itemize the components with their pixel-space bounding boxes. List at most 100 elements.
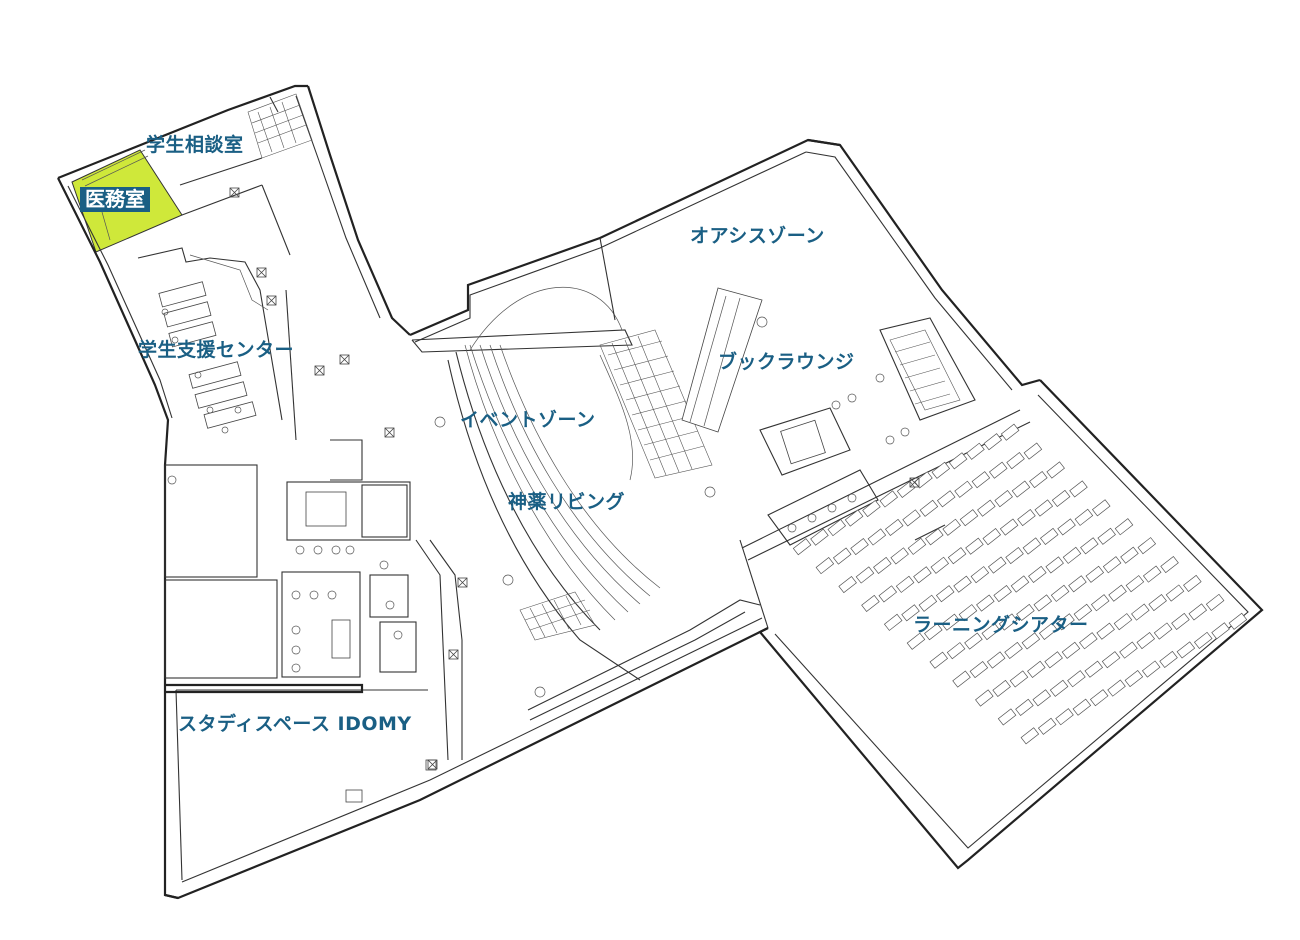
theater-seat [994, 490, 1013, 508]
theater-seat [987, 556, 1007, 574]
theater-seat [1037, 717, 1057, 735]
theater-seat [1114, 518, 1134, 536]
theater-seat [844, 509, 864, 527]
room-label-student-support-center: 学生支援センター [138, 339, 295, 361]
theater-seat [1067, 670, 1086, 688]
theater-seat [1091, 499, 1111, 517]
theater-seat [1000, 423, 1020, 441]
theater-seat [941, 613, 960, 631]
theater-seat [1159, 650, 1178, 669]
theater-seat [942, 518, 961, 536]
theater-seat [1033, 594, 1053, 612]
column-markers [229, 187, 920, 770]
theater-seat [913, 566, 932, 584]
theater-seat [975, 689, 994, 707]
theater-seat [1034, 499, 1054, 517]
theater-seat [1125, 575, 1145, 593]
theater-seat [906, 632, 926, 650]
theater-seat [953, 575, 972, 593]
theater-seat [1074, 508, 1094, 526]
theater-seat [993, 584, 1012, 603]
theater-seat [896, 480, 916, 499]
theater-seat [976, 594, 995, 612]
theater-seat [988, 461, 1008, 479]
room-label-book-lounge: ブックラウンジ [718, 351, 855, 373]
theater-seat [971, 471, 991, 489]
theater-seat [1148, 593, 1167, 612]
room-label-learning-theater: ラーニングシアター [913, 614, 1089, 636]
theater-seat [1165, 584, 1185, 602]
theater-seat [947, 547, 967, 565]
theater-seat [1228, 612, 1248, 630]
theater-seat [1017, 508, 1036, 527]
theater-seat [1096, 622, 1115, 640]
theater-seat [867, 528, 887, 546]
theater-seat [1072, 698, 1092, 716]
theater-seat [954, 480, 973, 498]
theater-seat [1022, 537, 1042, 555]
theater-seat [878, 585, 898, 603]
theater-seat [992, 679, 1011, 698]
theater-seat [966, 442, 985, 460]
theater-seat [1021, 632, 1041, 650]
theater-seat [1056, 613, 1075, 631]
theater-seat [1049, 679, 1069, 697]
theater-seat [952, 670, 971, 688]
theater-seat [997, 708, 1017, 726]
theater-seat [1183, 574, 1202, 593]
escalator-atrium [599, 287, 763, 479]
theater-seat [983, 433, 1003, 451]
theater-seat [1057, 518, 1076, 536]
theater-seat [1142, 565, 1162, 583]
theater-seat [1124, 669, 1144, 688]
theater-seat [1090, 594, 1110, 612]
room-label-oasis-zone: オアシスゾーン [690, 225, 825, 247]
theater-seat [1027, 660, 1046, 678]
theater-seat [964, 632, 983, 650]
theater-seat [1032, 689, 1052, 707]
theater-seat [1120, 546, 1139, 564]
theater-seat [1020, 727, 1040, 745]
theater-seat [1011, 480, 1031, 498]
theater-seat [883, 613, 903, 631]
theater-seat [810, 528, 829, 546]
theater-seat [1015, 698, 1034, 716]
theater-seat [901, 604, 920, 622]
theater-seat [1211, 622, 1230, 640]
theater-seat [919, 499, 939, 517]
room-label-student-counseling: 学生相談室 [146, 134, 244, 156]
theater-seat [1073, 603, 1093, 621]
support-center-desks [137, 247, 297, 441]
theater-seat [1010, 575, 1030, 593]
theater-seat [1108, 584, 1127, 602]
theater-seat [1051, 489, 1071, 508]
theater-seat [1062, 546, 1082, 564]
room-label-jinyaku-living: 神薬リビング [508, 491, 626, 513]
theater-seat [1061, 641, 1081, 659]
theater-seat [1085, 565, 1105, 583]
theater-seat [958, 604, 978, 622]
theater-seat [832, 547, 852, 565]
room-label-medical-office[interactable]: 医務室 [80, 187, 150, 212]
theater-seat [1016, 603, 1035, 622]
theater-seat [1160, 555, 1179, 574]
theater-seat [884, 518, 904, 537]
theater-seat [1028, 565, 1047, 584]
theater-seat [930, 556, 950, 574]
theater-seat [1205, 593, 1225, 611]
room-label-study-space-idomy: スタディスペース IDOMY [178, 713, 412, 735]
theater-seat [1188, 603, 1208, 621]
study-space-walls [164, 617, 769, 900]
theater-seat [959, 509, 979, 527]
theater-seat [1038, 622, 1058, 640]
theater-seat [1084, 660, 1104, 678]
theater-seat [827, 519, 847, 537]
theater-seat [999, 518, 1019, 536]
theater-seat [1005, 546, 1024, 565]
theater-seat [925, 528, 944, 546]
theater-seat [1171, 612, 1190, 631]
restroom-fixtures [167, 475, 403, 673]
theater-seat [1113, 613, 1133, 631]
theater-seat [946, 642, 966, 660]
